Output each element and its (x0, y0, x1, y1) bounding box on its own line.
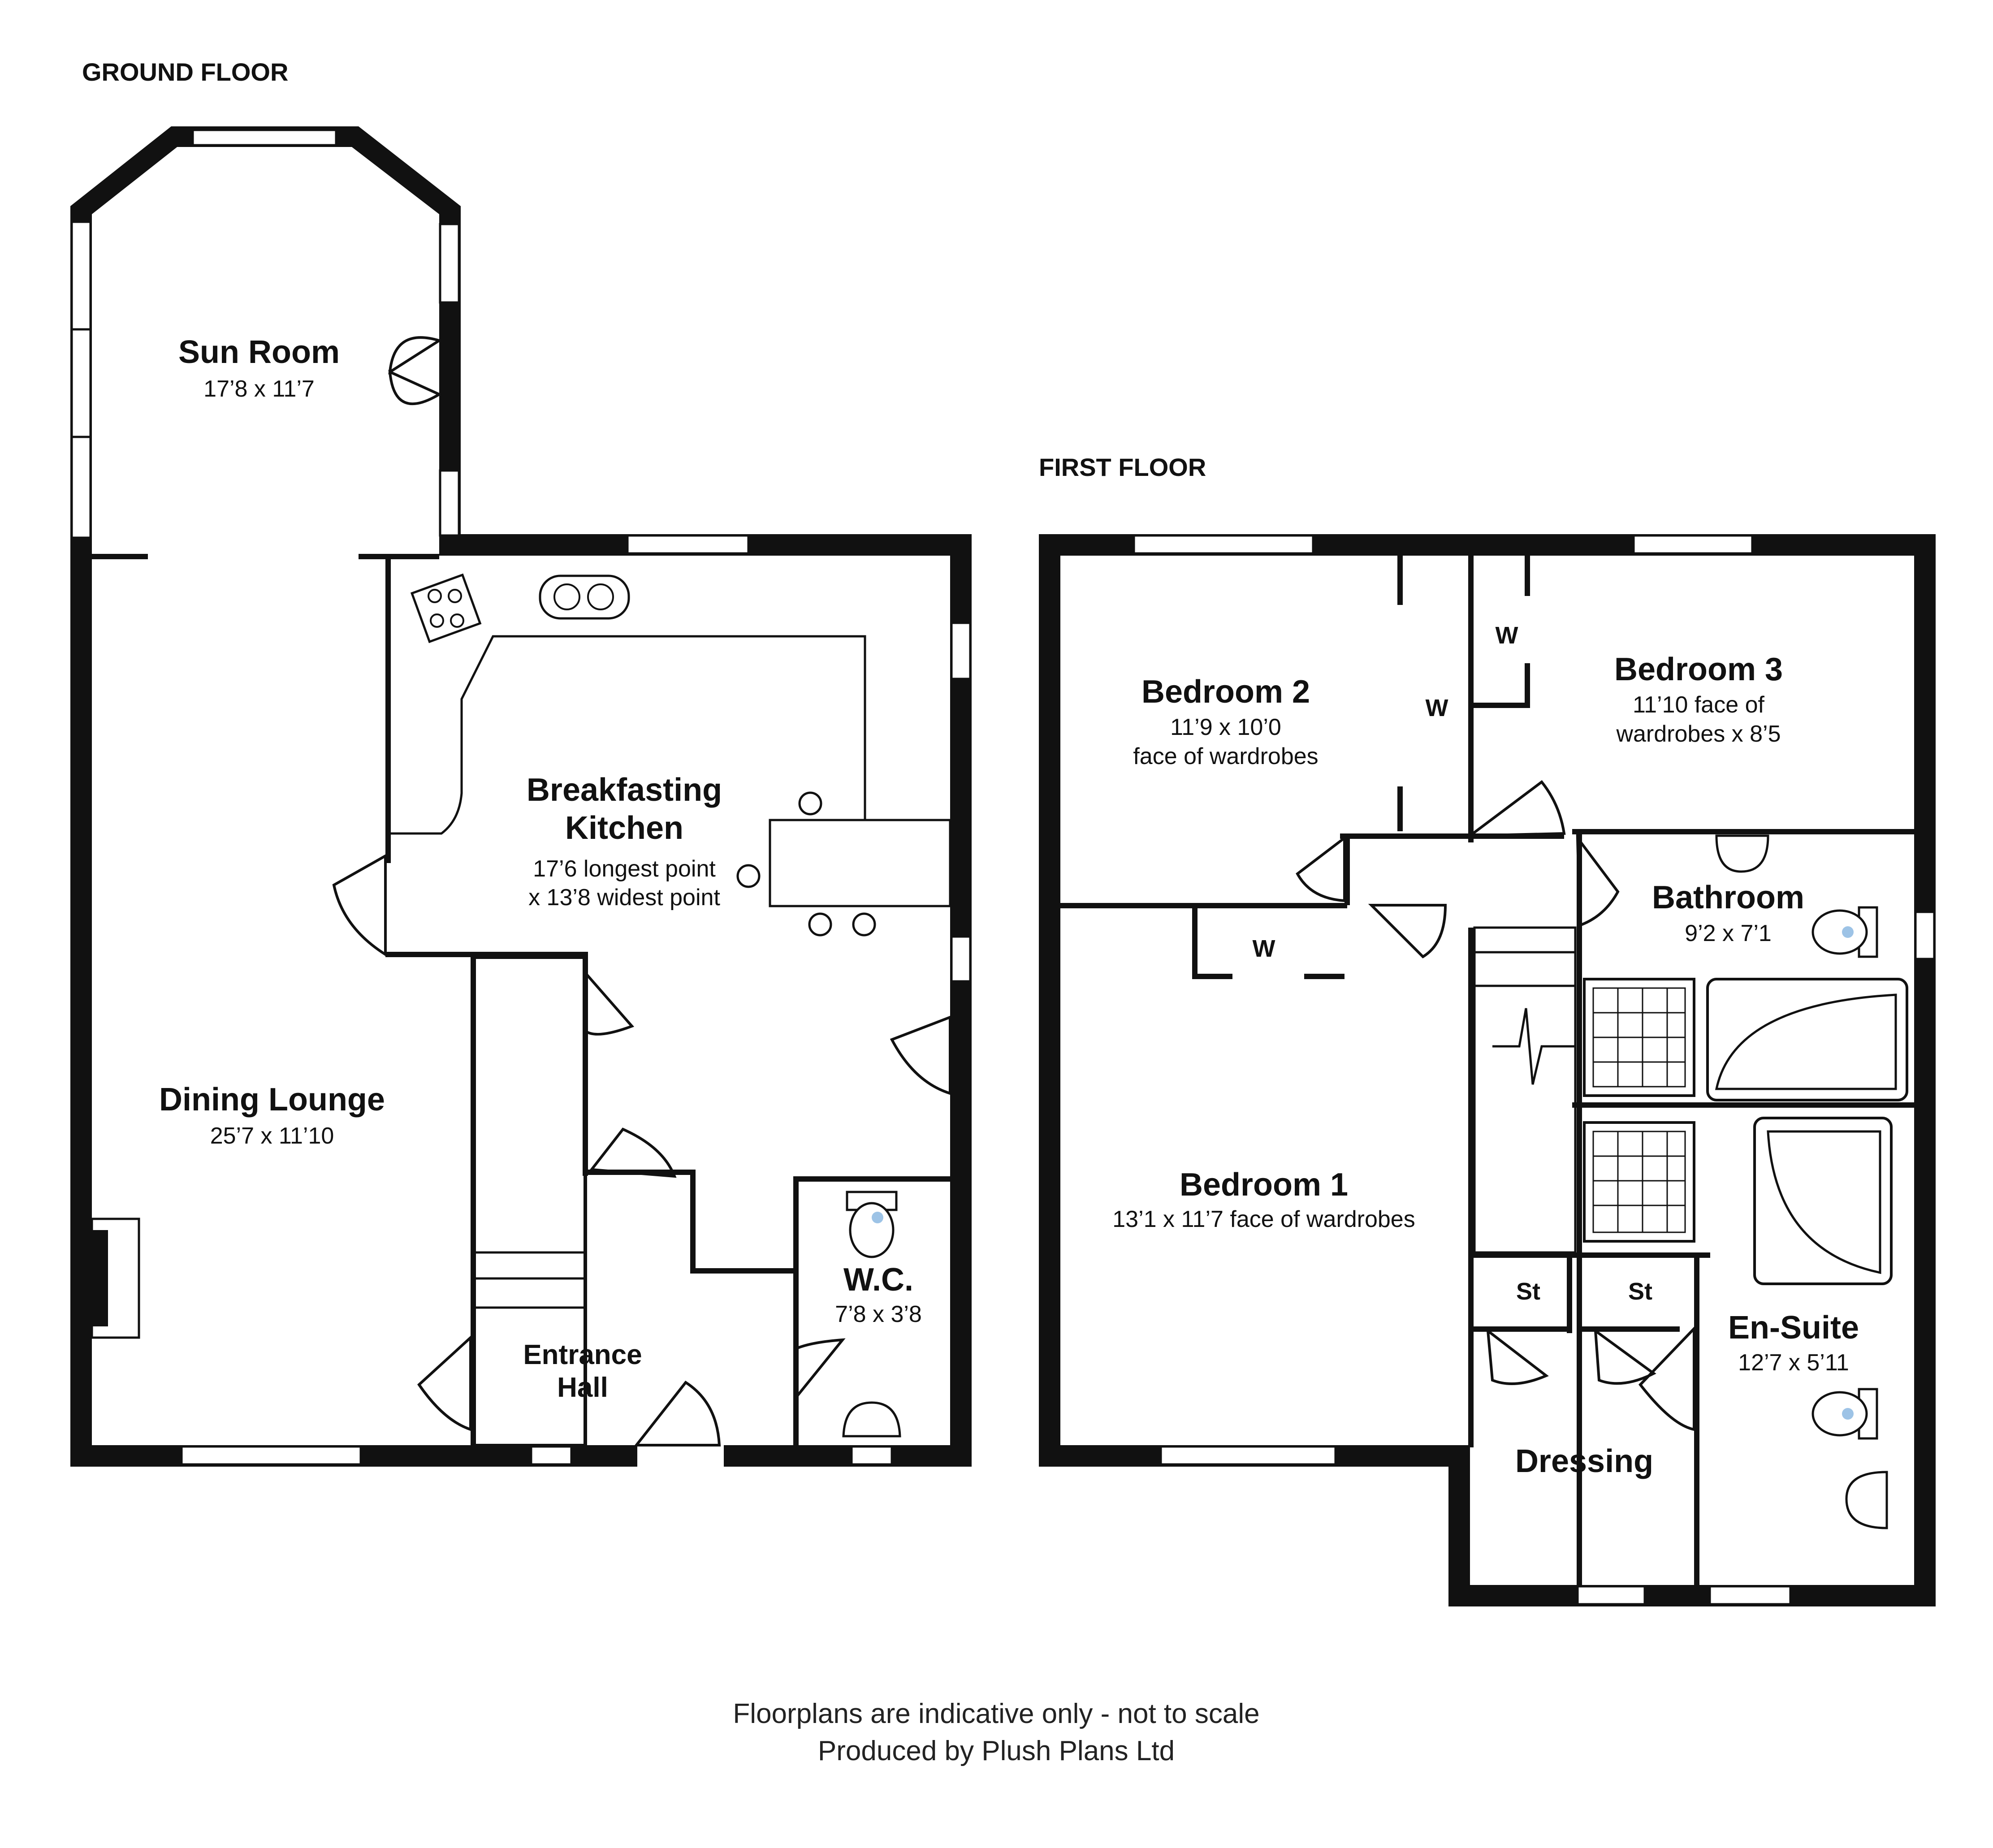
ensuite-fittings (1583, 1117, 1893, 1529)
bedroom3-dims-line1: 11’10 face of (1633, 692, 1764, 718)
ground-floor-stairs (471, 955, 587, 1447)
dressing-name: Dressing (1515, 1443, 1653, 1479)
kitchen-dims-line2: x 13’8 widest point (528, 885, 720, 911)
kitchen-dims-line1: 17’6 longest point (533, 856, 716, 882)
bedroom2-dims-line1: 11’9 x 10’0 (1170, 714, 1281, 740)
shower-tile-pattern (1592, 987, 1686, 1088)
wc-fittings (842, 1191, 901, 1438)
disclaimer-text: Floorplans are indicative only - not to … (733, 1698, 1259, 1729)
basin-icon (1845, 1471, 1888, 1529)
bedroom1-dims: 13’1 x 11’7 face of wardrobes (1112, 1206, 1415, 1232)
toilet-icon (1811, 909, 1868, 955)
storage-marker-2: St (1628, 1278, 1652, 1305)
bedroom3-dims-line2: wardrobes x 8’5 (1616, 721, 1781, 747)
ensuite-name: En-Suite (1728, 1310, 1859, 1346)
bathroom-name: Bathroom (1652, 880, 1804, 915)
kitchen-name-line1: Breakfasting (527, 772, 722, 808)
wc-name: W.C. (843, 1262, 913, 1298)
wardrobe-marker-bedroom2: W (1426, 695, 1448, 721)
ensuite-dims: 12’7 x 5’11 (1738, 1350, 1849, 1376)
stool-icon (736, 864, 761, 888)
toilet-cistern-icon (1858, 1388, 1878, 1440)
hob-icon (410, 573, 482, 643)
basin-icon (1715, 834, 1769, 873)
credit-text: Produced by Plush Plans Ltd (818, 1736, 1175, 1766)
bath-icon (1753, 1117, 1893, 1285)
bedroom2-dims-line2: face of wardrobes (1133, 743, 1318, 769)
bathroom-fittings (1583, 834, 1908, 1101)
toilet-icon (1811, 1391, 1868, 1437)
bath-icon (1706, 978, 1908, 1101)
bedroom1-name: Bedroom 1 (1180, 1167, 1348, 1203)
ground-floor-windows (70, 129, 972, 1466)
stool-icon (852, 912, 876, 937)
ground-floor-walls (70, 126, 972, 1467)
ground-floor-doors (332, 336, 951, 1446)
sun-room-name: Sun Room (178, 334, 340, 370)
ground-floor-title: GROUND FLOOR (82, 58, 288, 86)
dining-lounge-name: Dining Lounge (159, 1082, 385, 1118)
toilet-icon (849, 1202, 895, 1258)
wardrobe-marker-bedroom1: W (1253, 935, 1275, 962)
sun-room-dims: 17’8 x 11’7 (203, 376, 315, 402)
first-floor-stairs (1473, 926, 1577, 1254)
bedroom3-name: Bedroom 3 (1614, 652, 1783, 687)
first-floor-windows (1133, 534, 1936, 1606)
entrance-hall-name-line1: Entrance (523, 1339, 642, 1370)
shower-tray-icon (1583, 1121, 1695, 1243)
stool-icon (798, 791, 822, 816)
bedroom2-name: Bedroom 2 (1141, 674, 1310, 710)
dining-lounge-dims: 25’7 x 11’10 (210, 1123, 334, 1149)
storage-marker-1: St (1516, 1278, 1540, 1305)
basin-icon (842, 1401, 901, 1438)
bathroom-dims: 9’2 x 7’1 (1685, 920, 1772, 946)
first-floor-title: FIRST FLOOR (1039, 453, 1206, 481)
sink-icon (539, 574, 630, 620)
wardrobe-marker-bedroom3: W (1496, 622, 1518, 649)
first-floor-doors (1296, 780, 1695, 1431)
kitchen-fittings (391, 573, 951, 937)
stool-icon (808, 912, 832, 937)
kitchen-name-line2: Kitchen (565, 810, 683, 846)
entrance-hall-name-line2: Hall (557, 1372, 608, 1403)
wc-dims: 7’8 x 3’8 (835, 1301, 922, 1327)
